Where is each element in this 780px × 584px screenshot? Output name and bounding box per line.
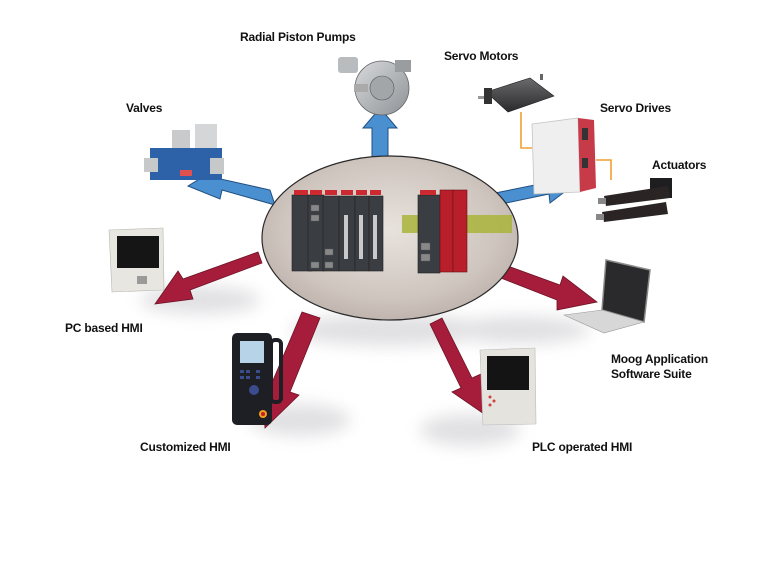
- valves-image: [144, 124, 224, 180]
- label-pc-based-hmi: PC based HMI: [65, 321, 143, 335]
- actuators-image: [596, 178, 672, 222]
- label-moog-software-line1: Moog Application: [611, 352, 709, 366]
- label-servo-motors: Servo Motors: [444, 49, 519, 63]
- plc-hmi-image: [479, 347, 537, 426]
- arrow-to-plc-hmi: [429, 317, 485, 415]
- label-valves: Valves: [126, 101, 163, 115]
- label-moog-software-line2: Software Suite: [611, 367, 692, 381]
- label-plc-operated-hmi: PLC operated HMI: [532, 440, 633, 454]
- laptop-image: [562, 259, 651, 334]
- output-arrows: [154, 251, 598, 429]
- radial-piston-pump-image: [338, 57, 411, 116]
- label-radial-piston-pumps: Radial Piston Pumps: [240, 30, 356, 44]
- label-customized-hmi: Customized HMI: [140, 440, 231, 454]
- customized-hmi-image: [232, 333, 283, 425]
- pc-hmi-image: [108, 227, 165, 293]
- label-servo-drives: Servo Drives: [600, 101, 671, 115]
- label-actuators: Actuators: [652, 158, 707, 172]
- servo-motor-image: [478, 74, 555, 113]
- arrow-to-pc-hmi: [154, 251, 263, 305]
- servo-drive-image: [520, 112, 612, 195]
- arrow-to-software: [492, 261, 598, 311]
- controller-rack: [291, 189, 512, 274]
